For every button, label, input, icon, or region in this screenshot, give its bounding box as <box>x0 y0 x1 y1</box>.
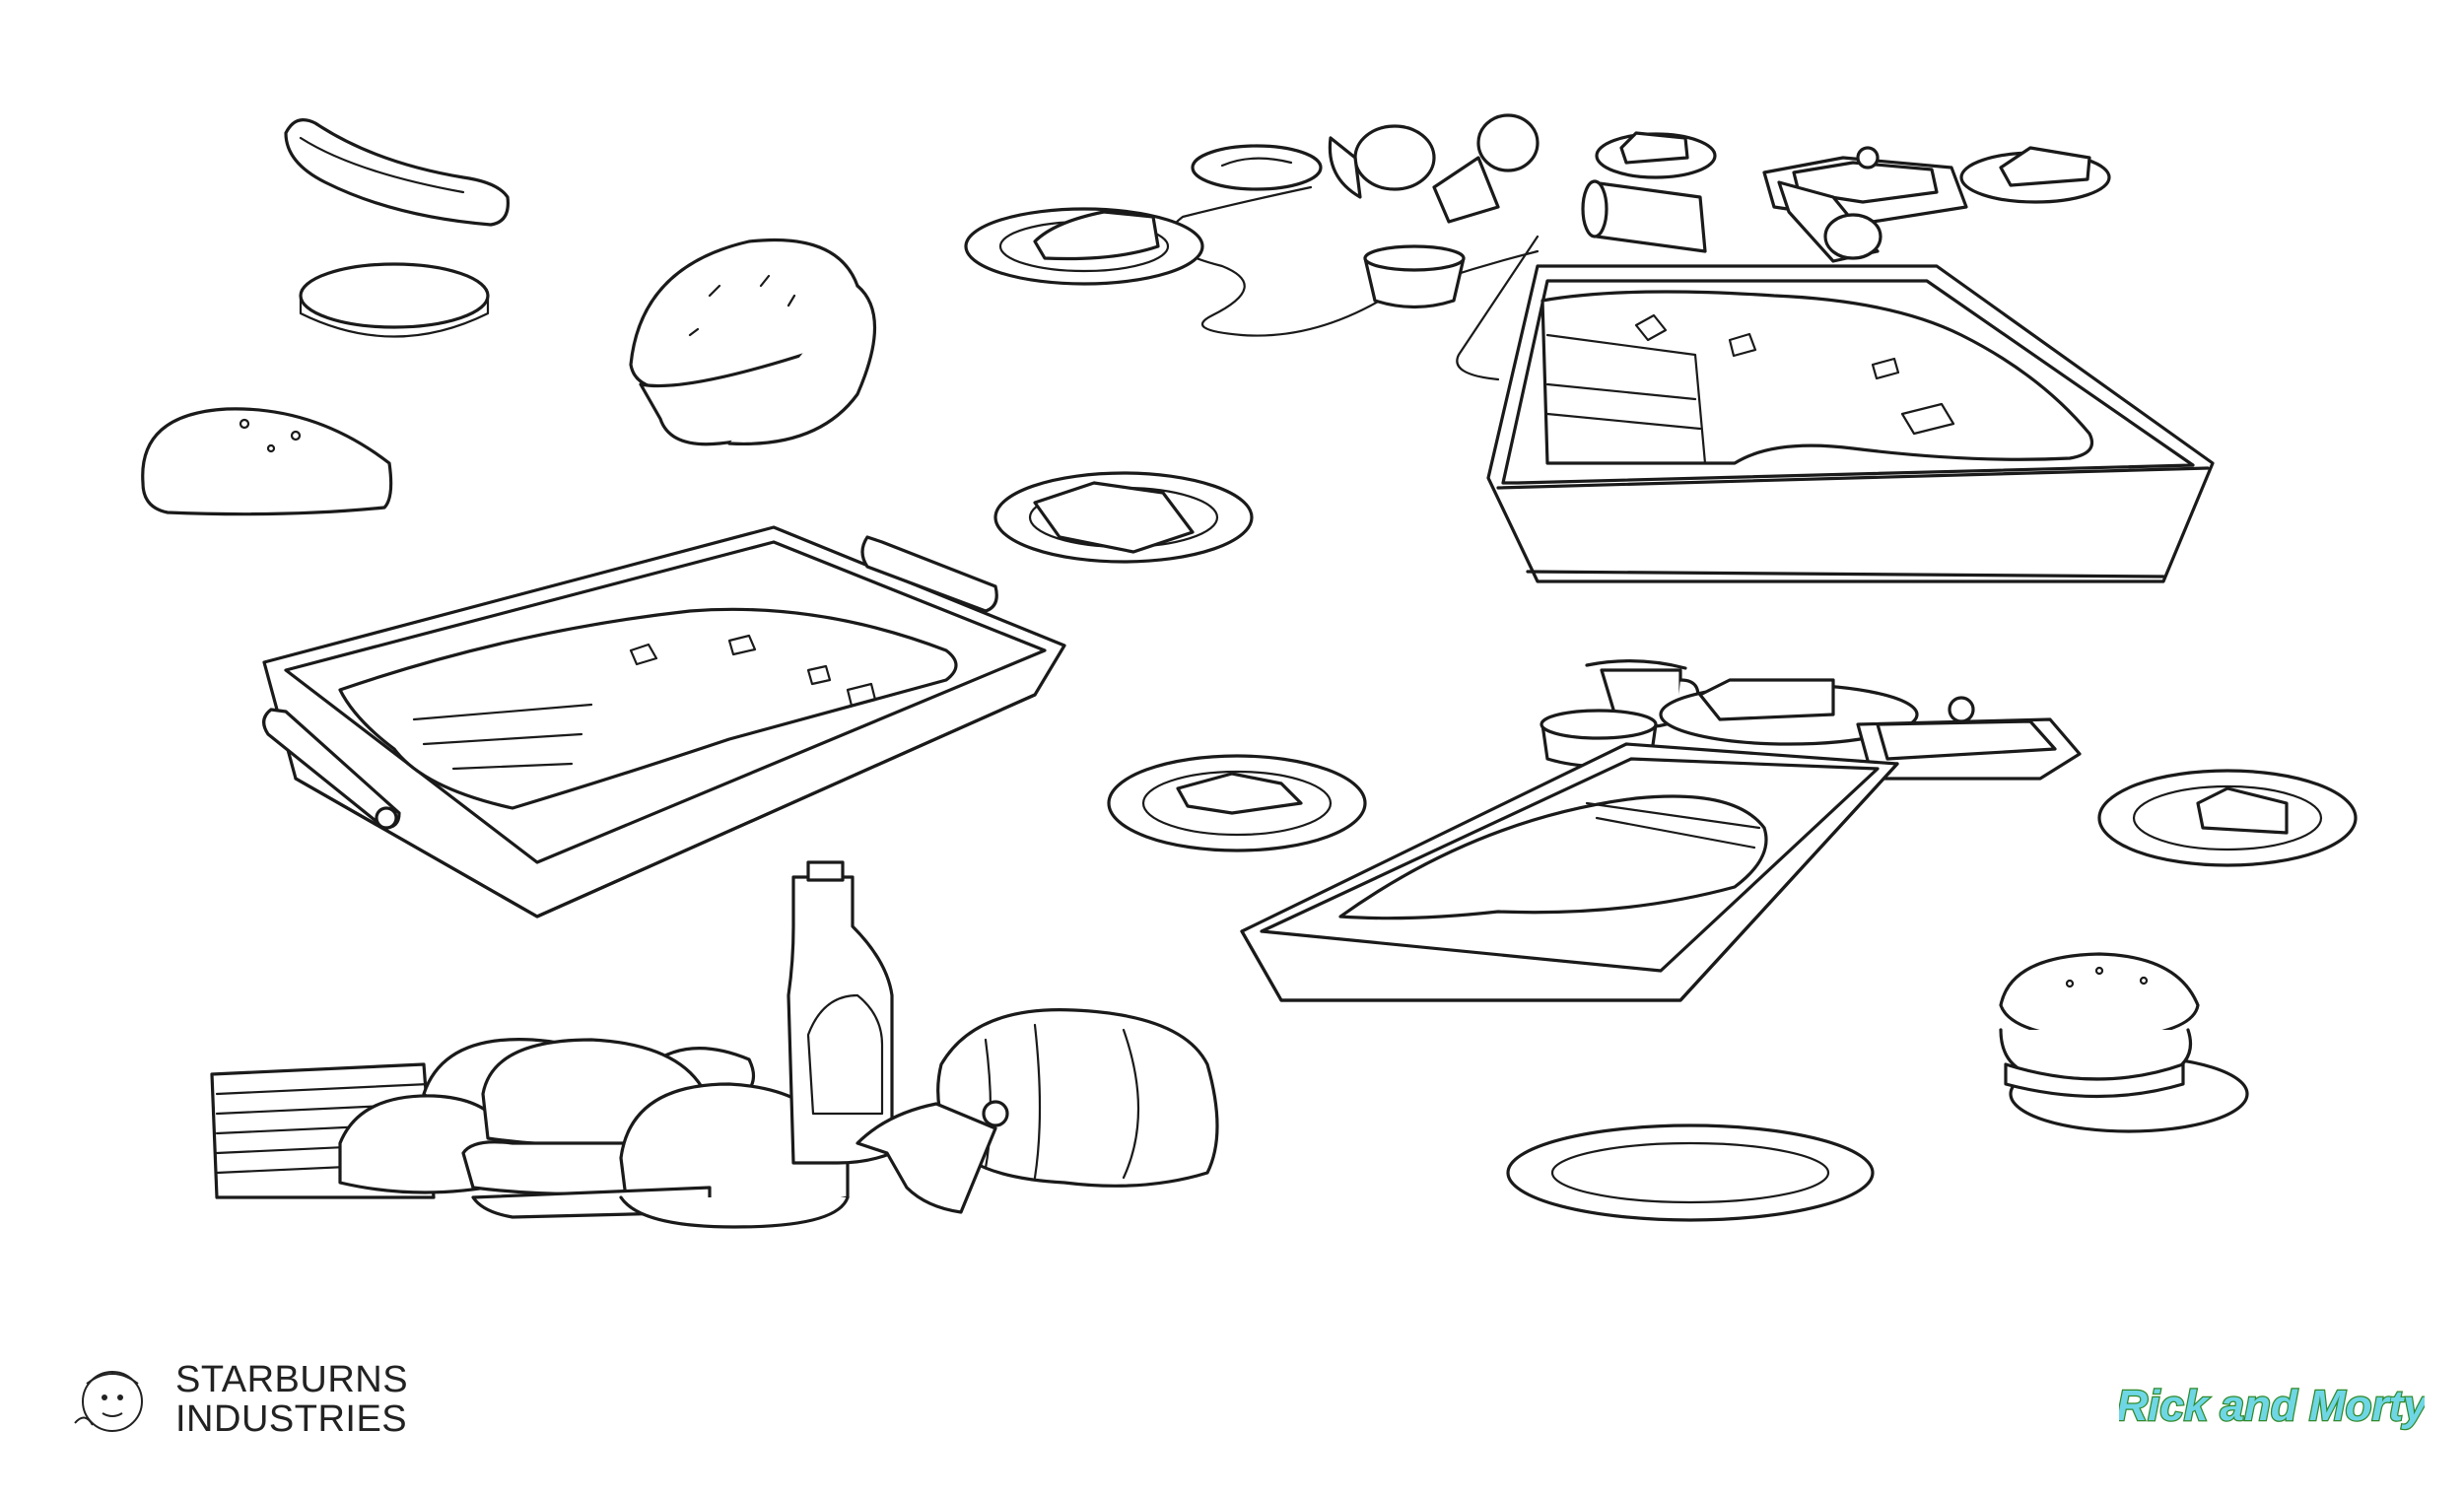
glass-tipped-right <box>1779 182 1881 261</box>
studio-branding: STARBURNS INDUSTRIES <box>67 1355 408 1444</box>
sauce-bottle <box>788 862 892 1163</box>
studio-name-line1: STARBURNS <box>175 1359 409 1400</box>
hamburger-buns-pile <box>340 1040 848 1227</box>
lasagna-tray-top-right <box>1488 266 2213 581</box>
bread-loaf-bag <box>857 1010 1217 1212</box>
empty-plate <box>1508 1125 1873 1220</box>
spill-trail <box>1170 187 1538 379</box>
lasagna-tray-left <box>264 527 1064 917</box>
burger-on-plate <box>2001 954 2247 1131</box>
cup-tipped-1 <box>1330 126 1434 197</box>
show-title-text: Rick and Morty <box>2119 1382 2425 1430</box>
bacon-strip <box>286 120 508 225</box>
studio-name: STARBURNS INDUSTRIES <box>175 1360 408 1439</box>
plate-top-left <box>966 209 1202 284</box>
plate-top-mid <box>1193 146 1321 189</box>
studio-mascot-logo <box>74 1371 143 1432</box>
burger-patty <box>301 264 488 337</box>
plate-mid-center <box>995 473 1252 562</box>
sandwich-plate-right <box>2099 771 2356 865</box>
show-title-logo: Rick and Morty <box>2119 1381 2425 1432</box>
studio-name-line2: INDUSTRIES <box>175 1398 408 1440</box>
glass-tipped <box>1583 181 1705 251</box>
plate-top-far-right <box>1961 148 2109 202</box>
tilted-burger <box>631 239 875 443</box>
cup-tipped-2 <box>1434 115 1538 222</box>
dip-cup <box>1365 246 1464 307</box>
plate-top-right-small <box>1597 133 1715 177</box>
sandwich-plate-mid <box>1661 680 1917 744</box>
lasagna-tray-mid-right <box>1242 744 1897 1000</box>
plate-center-small <box>1109 756 1365 851</box>
butter-dish-mid <box>1858 698 2080 779</box>
burger-bun-top <box>143 409 391 514</box>
